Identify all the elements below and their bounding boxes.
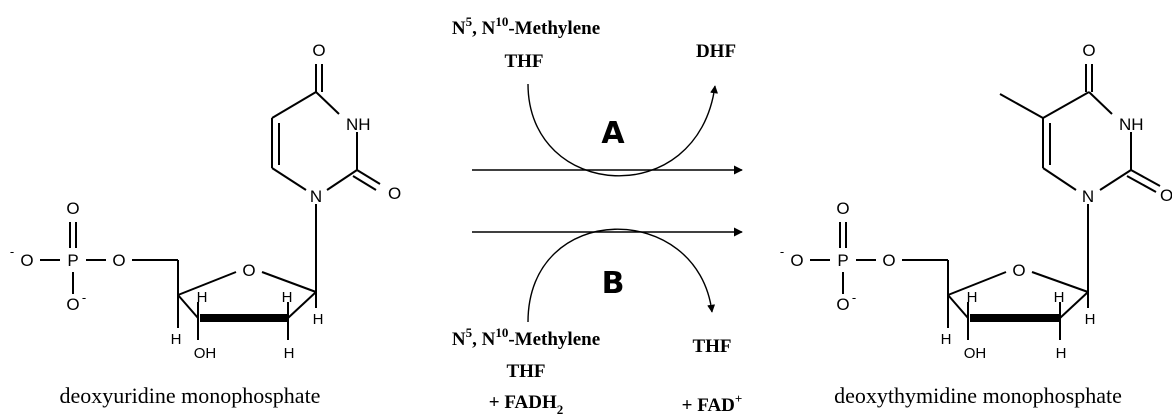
reaction-a-sep: , N — [472, 18, 496, 39]
right-atom-phosphate-charge-left: - — [780, 244, 784, 259]
right-atom-phosphate-o-double: O — [836, 199, 849, 218]
right-atom-o-carbonyl-right: O — [1160, 186, 1172, 205]
reaction-b-sup10: 10 — [495, 325, 508, 340]
left-molecule: O NH O N O - O P O O - O H H H H OH H de… — [10, 41, 401, 408]
right-atom-o-carbonyl-top: O — [1082, 41, 1095, 60]
left-atom-h-c2-down: H — [284, 345, 295, 362]
left-molecule-name: deoxyuridine monophosphate — [60, 383, 321, 408]
right-atom-n1: N — [1082, 187, 1094, 206]
left-atom-o-carbonyl-right: O — [388, 184, 401, 203]
right-atom-nh: NH — [1119, 115, 1144, 134]
left-atom-phosphate-charge-bottom: - — [82, 290, 86, 305]
right-atom-h-c3-up: H — [967, 289, 978, 306]
reaction-a-sup5: 5 — [466, 14, 473, 29]
reaction-b-suffix: -Methylene — [508, 329, 600, 350]
reaction-b-fadh-sub: 2 — [557, 402, 564, 414]
reaction-b-n5: N — [452, 329, 466, 350]
reaction-a-input-line2: THF — [504, 51, 543, 72]
reaction-a-n5: N — [452, 18, 466, 39]
reaction-a-input-line1: N5, N10-Methylene — [452, 14, 600, 39]
left-atom-phosphate-o-minus-left: O — [20, 251, 33, 270]
left-bonds — [40, 64, 381, 340]
reaction-b-fad-sup: + — [735, 391, 742, 406]
left-atom-ring-o: O — [242, 261, 255, 280]
reaction-b-sup5: 5 — [466, 325, 473, 340]
right-atom-oh: OH — [964, 345, 987, 362]
left-atom-phosphate-o-bridge: O — [112, 251, 125, 270]
right-molecule: O NH O N O - O P O O - O H H H H OH H de… — [780, 41, 1172, 408]
reaction-b-cofactors: N5, N10-Methylene THF + FADH2 THF + FAD+ — [452, 325, 742, 414]
left-atom-phosphate-o-double: O — [66, 199, 79, 218]
left-atom-phosphate-charge-left: - — [10, 244, 14, 259]
right-atom-phosphate-o-bridge: O — [882, 251, 895, 270]
reaction-b-output-line2: + FAD+ — [682, 391, 743, 414]
reaction-a-suffix: -Methylene — [508, 18, 600, 39]
left-atom-h-c1: H — [313, 311, 324, 328]
right-atom-phosphate-o-minus-bottom: O — [836, 295, 849, 314]
left-atom-h-c4: H — [171, 331, 182, 348]
reaction-b-output: THF — [692, 336, 731, 357]
reaction-b-input-line1: N5, N10-Methylene — [452, 325, 600, 350]
right-atom-ring-o: O — [1012, 261, 1025, 280]
left-atom-nh: NH — [346, 115, 371, 134]
arrow-b-curve — [527, 228, 716, 323]
left-atom-n1: N — [310, 187, 322, 206]
right-atom-labels: O NH O N O - O P O O - O H H H H OH H — [780, 41, 1172, 362]
reaction-a-sup10: 10 — [495, 14, 508, 29]
left-atom-phosphorus: P — [67, 251, 78, 270]
reaction-a-output: DHF — [696, 41, 736, 62]
left-atom-o-carbonyl-top: O — [312, 41, 325, 60]
reaction-b-input-line2: THF — [506, 361, 545, 382]
reaction-a-label: A — [601, 116, 625, 151]
right-atom-phosphate-charge-bottom: - — [852, 290, 856, 305]
right-atom-h-c1: H — [1085, 311, 1096, 328]
right-atom-phosphate-o-minus-left: O — [790, 251, 803, 270]
right-bonds — [810, 64, 1161, 340]
reaction-arrows: A B — [472, 83, 743, 323]
reaction-b-input-line3: + FADH2 — [489, 392, 564, 414]
reaction-b-fadh-prefix: + FADH — [489, 392, 557, 413]
left-atom-h-c3-up: H — [197, 289, 208, 306]
reaction-b-label: B — [602, 266, 625, 301]
left-atom-h-c2-up: H — [282, 289, 293, 306]
right-molecule-name: deoxythymidine monophosphate — [834, 383, 1122, 408]
left-atom-oh: OH — [194, 345, 217, 362]
reaction-b-sep: , N — [472, 329, 496, 350]
right-atom-h-c4: H — [941, 331, 952, 348]
right-atom-h-c2-up: H — [1054, 289, 1065, 306]
reaction-b-fad-prefix: + FAD — [682, 395, 735, 414]
arrow-a-curve — [527, 83, 718, 177]
right-atom-h-c2-down: H — [1056, 345, 1067, 362]
left-atom-phosphate-o-minus-bottom: O — [66, 295, 79, 314]
left-atom-labels: O NH O N O - O P O O - O H H H H OH H — [10, 41, 401, 362]
reaction-a-cofactors: N5, N10-Methylene THF DHF — [452, 14, 736, 72]
right-atom-phosphorus: P — [837, 251, 848, 270]
